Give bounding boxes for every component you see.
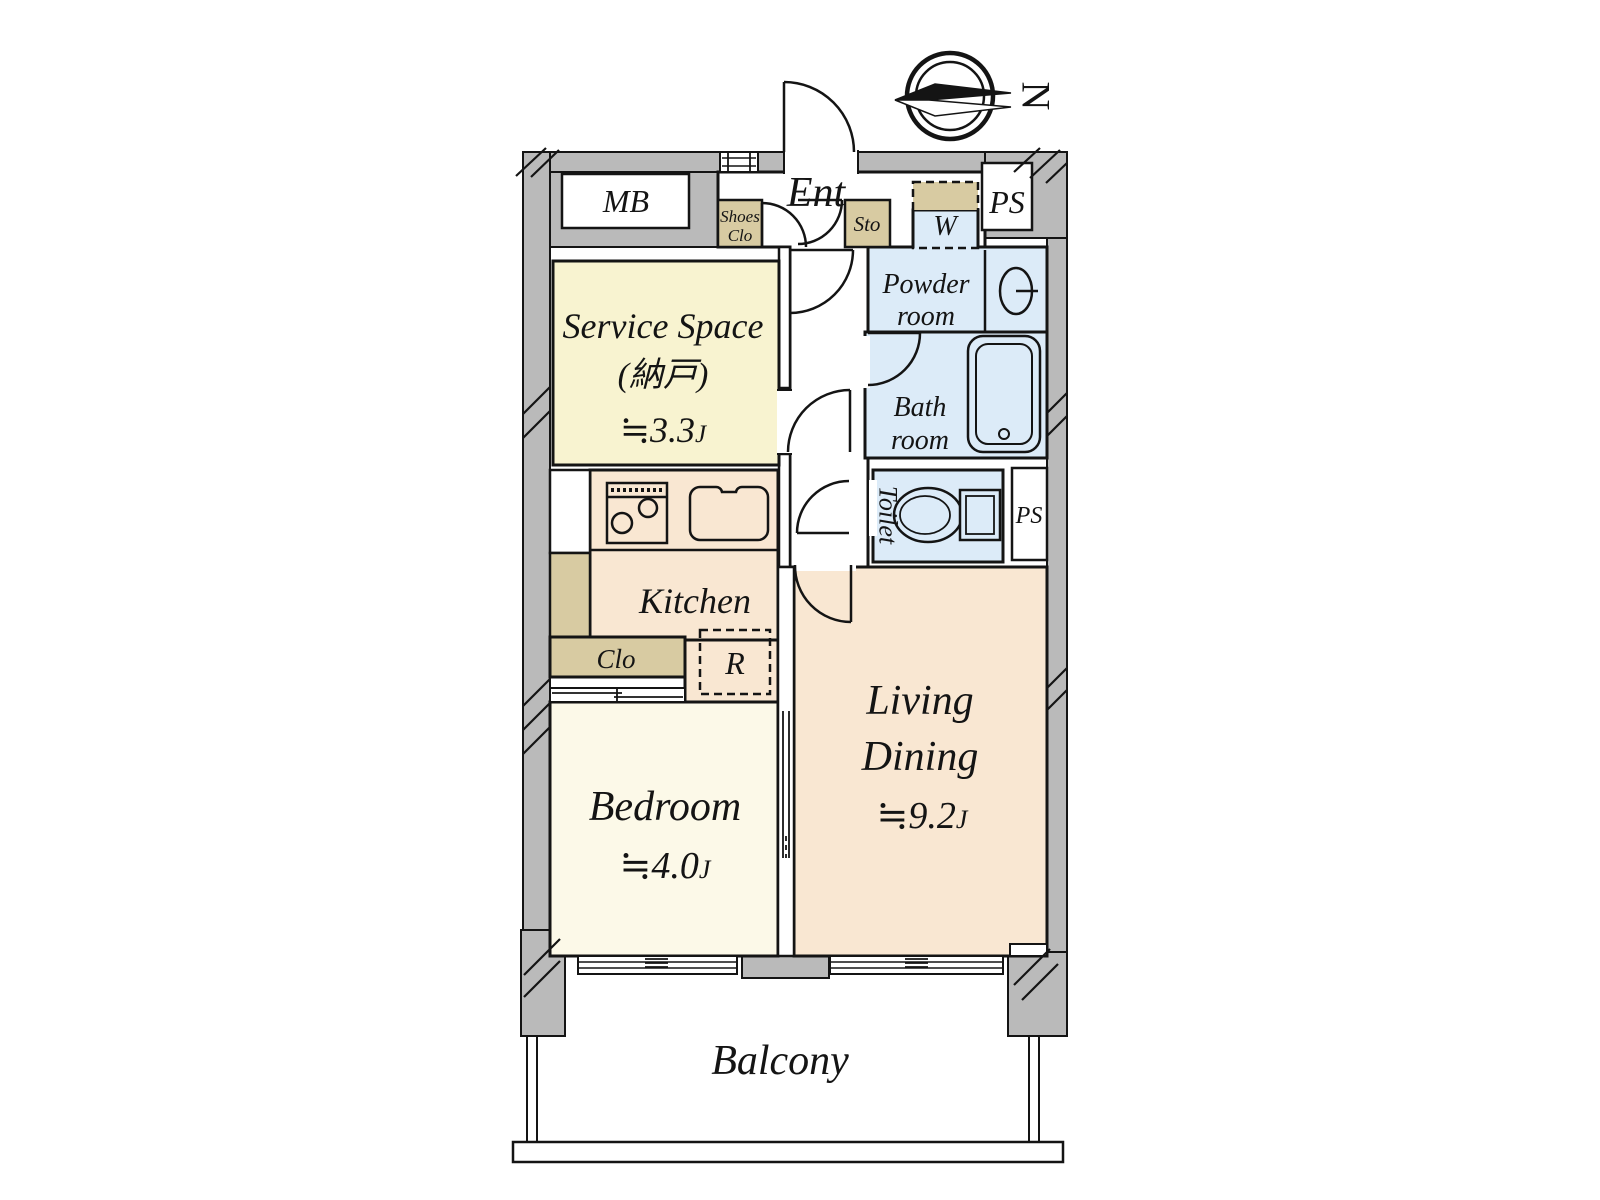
mb-label: MB: [602, 183, 649, 219]
bathtub-icon: [966, 334, 1042, 454]
bedroom-label: Bedroom: [589, 784, 741, 830]
compass-north-label: N: [1014, 82, 1059, 111]
stove-icon: [605, 481, 669, 545]
pipe-space-side-label: PS: [1015, 503, 1043, 529]
service-space-label-jp: (納戸): [618, 357, 709, 394]
storage-box: [843, 198, 892, 249]
hallway-wall-upper: [777, 245, 792, 390]
kitchen-label: Kitchen: [638, 581, 751, 621]
kitchen-tan-block: [548, 551, 592, 642]
meter-box: [560, 172, 691, 230]
refrigerator-label: R: [724, 645, 745, 681]
hallway-wall-lower: [777, 452, 792, 569]
sink-icon: [688, 485, 770, 542]
powder-room-door: [797, 198, 844, 246]
bedroom-area: ≒4.0J: [620, 845, 712, 887]
wall-left: [522, 151, 551, 959]
bath-door: [867, 331, 922, 387]
pipe-space-top-label: PS: [988, 184, 1025, 220]
shoes-closet-label-1: Shoes: [720, 207, 760, 226]
washer-label: W: [933, 211, 959, 242]
service-space-room: [551, 259, 781, 467]
powder-room-label-2: room: [897, 301, 955, 332]
balcony-label: Balcony: [711, 1038, 849, 1084]
powder-room-label-1: Powder: [881, 269, 969, 300]
window-top: [719, 151, 759, 173]
refrigerator-space: [698, 628, 772, 696]
washbasin-icon: [998, 266, 1038, 316]
balcony-railing: [511, 1036, 1065, 1164]
toilet-label: Toilet: [874, 486, 903, 545]
bedroom-room: [548, 700, 780, 958]
toilet-icon: [892, 486, 1002, 544]
pipe-space-side-box: [1010, 466, 1049, 562]
closet-label: Clo: [596, 644, 635, 674]
bedroom-ld-sliding-door: [782, 711, 790, 858]
living-dining-area: ≒9.2J: [877, 795, 969, 837]
window-bedroom: [577, 955, 738, 975]
living-dining-label-2: Dining: [861, 734, 979, 780]
bath-room-label-1: Bath: [894, 392, 947, 423]
compass-needle-light: [894, 99, 1012, 117]
living-dining-door: [793, 564, 853, 624]
bath-room-label-2: room: [891, 425, 949, 456]
service-space-door: [786, 388, 852, 453]
window-living-dining: [829, 955, 1004, 975]
bath-room: [863, 330, 1049, 460]
wall-right: [1046, 151, 1068, 959]
living-dining-corner-notch: [1009, 943, 1048, 957]
bedroom-closet: [548, 635, 687, 679]
shoes-closet-box: [716, 198, 764, 249]
compass: N: [894, 50, 1059, 142]
ent-label: Ent: [786, 170, 847, 216]
wall-hatches: [515, 147, 1068, 1001]
washer-space-dashed-outline: [911, 180, 980, 250]
toilet-door: [795, 479, 850, 535]
hallway-door: [789, 248, 855, 315]
door-swings: [760, 80, 922, 624]
storage-label: Sto: [854, 212, 881, 236]
service-space-label: Service Space: [563, 306, 764, 346]
door-openings: [777, 149, 877, 571]
pipe-space-top-box: [980, 161, 1034, 232]
living-dining-label-1: Living: [865, 678, 973, 724]
bedroom-ld-wall: [776, 565, 796, 958]
kitchen-white-box: [548, 468, 592, 555]
washer-space-fill: [913, 182, 978, 210]
shoes-closet-door: [760, 201, 808, 248]
service-space-area: ≒3.3J: [620, 410, 708, 450]
shoes-closet-label-2: Clo: [728, 226, 753, 245]
closet-sliding-door: [549, 687, 686, 703]
entrance-door: [782, 80, 856, 153]
living-dining-room: [792, 565, 1049, 958]
